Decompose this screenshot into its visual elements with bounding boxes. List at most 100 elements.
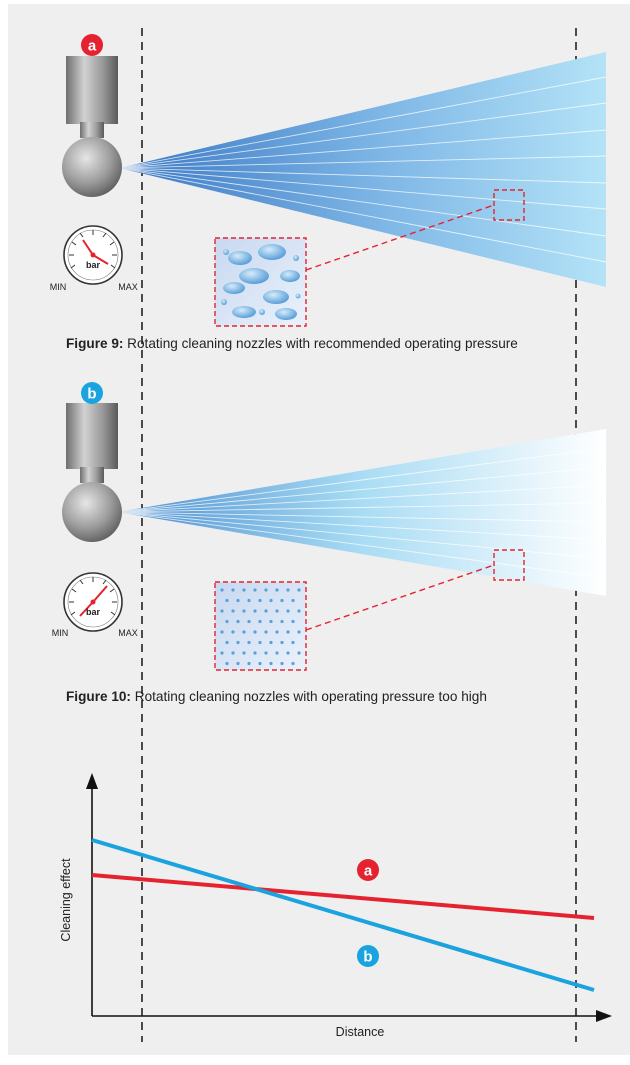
fine-droplet — [269, 619, 273, 624]
fine-droplet — [225, 661, 229, 666]
figure10-pressure-gauge: bar MIN MAX — [52, 572, 138, 638]
svg-text:MAX: MAX — [118, 282, 138, 292]
figure9-pressure-gauge: bar MIN MAX — [50, 225, 138, 292]
fine-droplet — [291, 661, 295, 666]
series-b-badge: b — [357, 945, 379, 967]
fine-droplet — [286, 651, 290, 655]
fine-droplet — [242, 651, 246, 655]
fine-droplet — [231, 588, 235, 592]
fine-droplet — [291, 640, 295, 645]
figure9-spray-cone — [119, 52, 607, 287]
svg-text:bar: bar — [86, 607, 101, 617]
figure9-badge: a — [81, 34, 103, 56]
fine-droplet — [275, 630, 279, 634]
figure10-caption-label: Figure 10: — [66, 689, 131, 704]
figure9-caption-text: Rotating cleaning nozzles with recommend… — [123, 336, 518, 351]
figure9-gauge-needle — [82, 239, 94, 256]
fine-droplet — [253, 651, 257, 655]
fine-droplet — [258, 661, 262, 666]
svg-text:a: a — [88, 38, 97, 55]
fine-droplet — [264, 651, 268, 655]
fine-droplet — [236, 619, 240, 624]
figure10-caption-text: Rotating cleaning nozzles with operating… — [130, 689, 487, 704]
fine-droplet — [225, 640, 229, 645]
fine-droplet — [231, 651, 235, 655]
svg-text:MAX: MAX — [118, 628, 138, 638]
fine-droplet — [280, 619, 284, 624]
svg-text:b: b — [363, 949, 372, 966]
fine-droplet — [225, 598, 229, 603]
series-a-badge: a — [357, 859, 379, 881]
figure10-illustration: b bar MI — [52, 382, 607, 671]
figure9-nozzle — [62, 56, 122, 197]
fine-droplet — [242, 588, 246, 592]
figure9-caption-label: Figure 9: — [66, 336, 124, 351]
fine-droplet — [280, 661, 284, 666]
figure9-droplet-detail — [214, 189, 525, 327]
svg-text:MIN: MIN — [52, 628, 69, 638]
y-axis-label: Cleaning effect — [59, 858, 73, 942]
fine-droplet — [280, 640, 284, 645]
fine-droplet — [220, 651, 224, 655]
fine-droplet — [286, 609, 290, 613]
fine-droplet — [236, 598, 240, 603]
figure10-caption: Figure 10: Rotating cleaning nozzles wit… — [66, 689, 487, 704]
x-axis-label: Distance — [336, 1025, 385, 1039]
fine-droplet — [297, 630, 301, 634]
fine-droplet — [231, 630, 235, 634]
fine-droplet — [269, 640, 273, 645]
fine-droplet — [286, 630, 290, 634]
fine-droplet — [269, 661, 273, 666]
fine-droplet — [264, 609, 268, 613]
figure9-illustration: a bar MI — [50, 34, 607, 327]
figure10-droplet-detail — [214, 549, 525, 671]
fine-droplet — [253, 609, 257, 613]
fine-droplet — [264, 588, 268, 592]
svg-text:bar: bar — [86, 260, 101, 270]
fine-droplet — [286, 588, 290, 592]
fine-droplet — [291, 619, 295, 624]
fine-droplet — [264, 630, 268, 634]
figure9-caption: Figure 9: Rotating cleaning nozzles with… — [66, 336, 518, 351]
figure10-spray-cone — [117, 429, 607, 596]
y-axis-arrow — [86, 773, 98, 789]
fine-droplet — [258, 640, 262, 645]
x-axis-arrow — [596, 1010, 612, 1022]
fine-droplet — [236, 661, 240, 666]
fine-droplet — [258, 598, 262, 603]
fine-droplet — [253, 588, 257, 592]
figure10-nozzle — [62, 403, 122, 542]
fine-droplet — [247, 619, 251, 624]
fine-droplet — [275, 651, 279, 655]
fine-droplet — [242, 630, 246, 634]
figure10-gauge-needle — [92, 585, 108, 603]
fine-droplet — [220, 609, 224, 613]
cleaning-effect-chart: a b Cleaning effect Distance — [59, 773, 612, 1039]
fine-droplet — [236, 640, 240, 645]
series-b-line — [91, 838, 595, 992]
svg-text:a: a — [364, 863, 373, 880]
fine-droplet — [275, 609, 279, 613]
fine-droplet — [220, 630, 224, 634]
series-a-line — [91, 873, 595, 920]
fine-droplet — [242, 609, 246, 613]
fine-droplet — [297, 588, 301, 592]
fine-droplet — [247, 661, 251, 666]
fine-droplet — [253, 630, 257, 634]
fine-droplet — [275, 588, 279, 592]
svg-text:b: b — [87, 386, 96, 403]
fine-droplet — [258, 619, 262, 624]
fine-droplet — [269, 598, 273, 603]
svg-text:MIN: MIN — [50, 282, 67, 292]
fine-droplet — [291, 598, 295, 603]
fine-droplet — [297, 609, 301, 613]
fine-droplet — [247, 598, 251, 603]
fine-droplet — [225, 619, 229, 624]
fine-droplet — [247, 640, 251, 645]
fine-droplet — [280, 598, 284, 603]
fine-droplet — [231, 609, 235, 613]
fine-droplet — [220, 588, 224, 592]
fine-droplet — [297, 651, 301, 655]
